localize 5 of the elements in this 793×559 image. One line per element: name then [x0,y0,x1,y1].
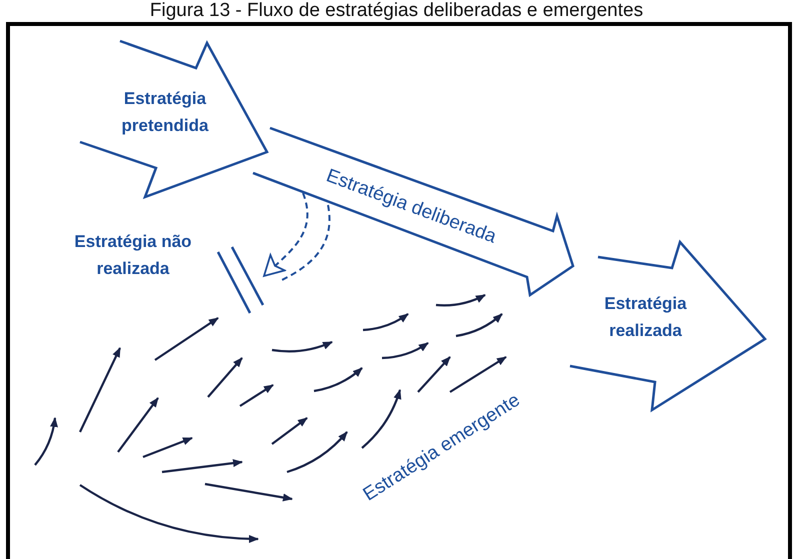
node-label: Estratégia pretendida [120,88,210,137]
node-label: Estratégia não realizada [73,231,193,280]
dashed-arrow [263,192,308,277]
node-label: Estratégia realizada [603,293,688,342]
figure-title: Figura 13 - Fluxo de estratégias deliberadas e emergentes [148,0,644,22]
